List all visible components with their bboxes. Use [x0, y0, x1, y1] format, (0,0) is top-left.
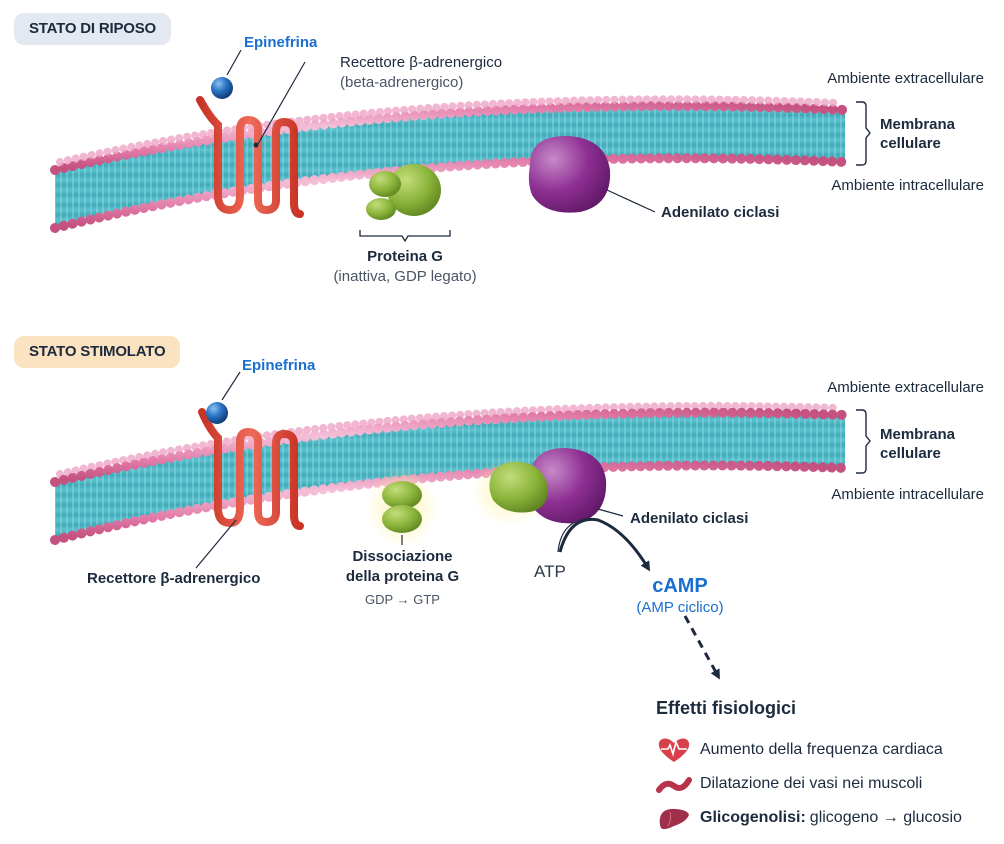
effect-text: Dilatazione dei vasi nei muscoli [700, 775, 923, 792]
g-protein-inactive [366, 164, 441, 220]
g-protein-sublabel: (inattiva, GDP legato) [333, 268, 477, 285]
gdp-gtp-label: GDP → GTP [365, 592, 440, 607]
membrane-bracket [856, 101, 871, 166]
adenylate-cyclase-pointer [606, 189, 656, 213]
extracellular-label: Ambiente extracellulare [827, 379, 984, 396]
epinephrine-label: Epinefrina [242, 357, 316, 374]
membrane-heads-top [50, 407, 850, 487]
receptor-sublabel: (beta-adrenergico) [340, 74, 464, 91]
adenylate-cyclase-pointer [597, 508, 624, 517]
membrane-label-line2: cellulare [880, 445, 941, 462]
membrane-label-line1: Membrana [880, 426, 956, 443]
liver-icon [659, 808, 689, 830]
camp-label: cAMP [652, 575, 708, 597]
receptor-pointer [257, 61, 306, 145]
g-protein-beta-gamma [382, 481, 422, 533]
membrane-label-line2: cellulare [880, 135, 941, 152]
atp-arrow-tail [557, 521, 576, 553]
g-protein-label: Proteina G [367, 248, 443, 265]
effect-item: Aumento della frequenza cardiaca [656, 733, 962, 767]
physiological-effects: Effetti fisiologici Aumento della freque… [656, 698, 962, 835]
receptor-label: Recettore β-adrenergico [340, 54, 503, 71]
resting-state-panel: STATO DI RIPOSO Epinefrina Recet [0, 0, 1004, 320]
effects-title: Effetti fisiologici [656, 698, 797, 718]
membrane-bracket [856, 409, 871, 474]
membrane-heads-back [56, 401, 844, 478]
epinephrine-pointer [226, 49, 242, 76]
intracellular-label: Ambiente intracellulare [831, 177, 984, 194]
g-alpha-subunit-active [489, 461, 549, 513]
receptor-pointer [195, 519, 237, 569]
adenylate-cyclase-enzyme [528, 448, 607, 524]
epinephrine-pointer [221, 371, 241, 401]
blood-vessel-icon [656, 777, 692, 793]
stimulated-state-panel: STATO STIMOLATO [0, 320, 1004, 844]
receptor-label: Recettore β-adrenergico [87, 570, 261, 587]
g-dissociation-label-line1: Dissociazione [352, 548, 453, 565]
epinephrine-molecule [211, 77, 233, 99]
stimulated-state-badge: STATO STIMOLATO [14, 336, 181, 368]
effect-item: Dilatazione dei vasi nei muscoli [656, 767, 962, 801]
resting-state-badge: STATO DI RIPOSO [14, 13, 172, 45]
membrane-heads-back [56, 95, 844, 166]
extracellular-label: Ambiente extracellulare [827, 70, 984, 87]
effect-text: glicogeno → glucosio [809, 809, 962, 826]
adenylate-cyclase-label: Adenilato ciclasi [630, 510, 749, 527]
intracellular-label: Ambiente intracellulare [831, 486, 984, 503]
heart-rate-icon [658, 738, 690, 762]
g-protein-bracket [359, 230, 451, 243]
receptor-pointer-dot [253, 142, 259, 148]
membrane-label-line1: Membrana [880, 116, 956, 133]
stimulated-state-illustration [50, 371, 871, 680]
adenylate-cyclase-label: Adenilato ciclasi [661, 204, 780, 221]
enzyme-highlight [539, 516, 593, 526]
effect-text: Aumento della frequenza cardiaca [700, 741, 943, 758]
camp-sublabel: (AMP ciclico) [636, 599, 724, 616]
membrane-heads-top [50, 101, 850, 175]
beta-adrenergic-receptor [198, 408, 304, 530]
adenylate-cyclase-enzyme [528, 135, 611, 213]
camp-to-effects-arrow [683, 615, 720, 680]
atp-to-camp-arrow [558, 517, 651, 572]
resting-state-illustration [50, 49, 871, 243]
beta-adrenergic-receptor [196, 96, 304, 218]
epinephrine-bound [206, 402, 228, 424]
effect-item: Glicogenolisi: glicogeno → glucosio [656, 801, 962, 835]
effect-bold-term: Glicogenolisi: [700, 809, 806, 826]
epinephrine-label: Epinefrina [244, 34, 318, 51]
atp-label: ATP [534, 562, 566, 581]
g-dissociation-label-line2: della proteina G [345, 568, 460, 585]
